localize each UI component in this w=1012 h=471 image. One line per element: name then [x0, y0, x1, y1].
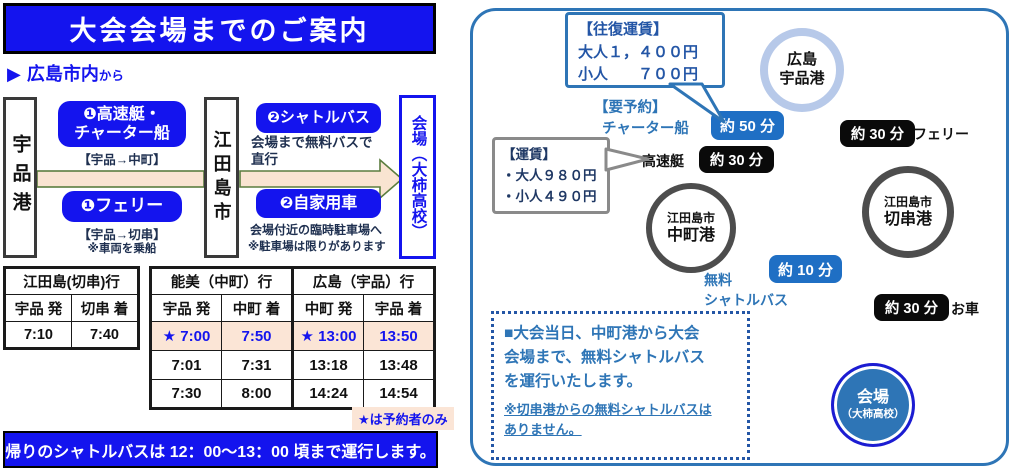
kirikushi-col-arrive: 切串 着	[70, 294, 140, 322]
col-header: 宇品 発	[150, 294, 222, 322]
timetable-row: 7:30 8:00 14:24 14:54	[150, 379, 435, 409]
time-cell: 8:00	[221, 379, 293, 409]
speedboat-fare-bubble: 【運賃】 ・大人９８０円 ・小人４９０円	[492, 137, 610, 214]
node-ujina-port: 宇品港	[3, 97, 37, 258]
time-cell: 14:54	[363, 379, 435, 409]
node-city-label: 江田島市	[883, 194, 932, 209]
option2-shuttle-badge: ❷シャトルバス	[256, 103, 381, 133]
kirikushi-arrive-time: 7:40	[70, 321, 140, 349]
time-cell: 14:24	[291, 379, 364, 409]
reservation-footnote: ★は予約者のみ	[352, 407, 454, 430]
time-cell: 7:01	[150, 350, 222, 380]
duration-ferry-badge: 約 30 分	[840, 120, 915, 147]
time-cell: 7:31	[221, 350, 293, 380]
node-port-label: 中町港	[666, 226, 715, 244]
duration-speedboat-badge: 約 30 分	[699, 146, 774, 173]
timetable-row-reserved: ★ 7:00 7:50 ★ 13:00 13:50	[150, 321, 435, 351]
kirikushi-depart-time: 7:10	[4, 321, 72, 349]
route-band-left	[36, 170, 205, 188]
roundtrip-fare-bubble: 【往復運賃】 大人１，４００円 小人 ７００円	[565, 12, 725, 88]
node-etajima-city: 江田島市	[204, 97, 239, 258]
kirikushi-timetable: 江田島(切串)行 宇品 発 切串 着 7:10 7:40	[3, 266, 140, 350]
node-venue-school: 会場（大柿高校）	[399, 95, 436, 259]
map-node-venue: 会場 （大柿高校）	[831, 363, 915, 447]
option1-speedboat-badge: ❶高速艇・ チャーター船	[58, 101, 186, 147]
group-hiroshima: 広島（宇品）行	[291, 267, 435, 295]
time-cell: ★ 7:00	[150, 321, 222, 351]
kirikushi-table-title: 江田島(切串)行	[4, 267, 139, 295]
speedboat-fare-child: ・小人４９０円	[502, 188, 597, 204]
map-node-kirikushi: 江田島市 切串港	[862, 166, 954, 258]
ferry-label: フェリー	[913, 126, 969, 142]
shuttle-notice-sub: ※切串港からの無料シャトルバスは ありません。	[504, 402, 712, 437]
col-header: 宇品 着	[363, 294, 435, 322]
group-noumi: 能美（中町）行	[150, 267, 293, 295]
roundtrip-fare-title: 【往復運賃】	[578, 21, 669, 38]
time-cell: ★ 13:00	[291, 321, 364, 351]
charter-boat-label: チャーター船	[602, 121, 689, 137]
map-node-nakamachi: 江田島市 中町港	[646, 183, 736, 273]
shuttle-notice-box: ■大会当日、中町港から大会 会場まで、無料シャトルバス を運行いたします。 ※切…	[491, 311, 750, 460]
venue-school: （大柿高校）	[841, 408, 905, 421]
speedboat-fare-adult: ・大人９８０円	[502, 167, 597, 183]
option1-ferry-note: ※車両を乗船	[87, 243, 157, 255]
origin-row: ▶ 広島市内 から	[7, 60, 124, 86]
shuttle-notice-main: ■大会当日、中町港から大会 会場まで、無料シャトルバス を運行いたします。	[504, 325, 705, 391]
option2-shuttle-desc: 会場まで無料バスで 直行	[251, 135, 373, 167]
time-cell: 7:30	[150, 379, 222, 409]
option2-car-desc: 会場付近の臨時駐車場へ	[250, 223, 383, 237]
node-city-label: 江田島市	[666, 210, 715, 225]
timetable-row: 7:01 7:31 13:18 13:48	[150, 350, 435, 380]
return-shuttle-banner: 帰りのシャトルバスは 12：00～13：00 頃まで運行します。	[3, 431, 438, 468]
kirikushi-col-depart: 宇品 発	[4, 294, 72, 322]
col-header: 中町 発	[291, 294, 364, 322]
option1-ferry-badge: ❶フェリー	[62, 191, 182, 222]
time-cell: 13:48	[363, 350, 435, 380]
reservation-required-label: 【要予約】	[594, 100, 667, 116]
time-cell: 7:50	[221, 321, 293, 351]
duration-car-badge: 約 30 分	[874, 294, 949, 321]
main-timetable: 能美（中町）行 広島（宇品）行 宇品 発 中町 着 中町 発 宇品 着 ★ 7:…	[149, 266, 436, 410]
speedboat-label: 高速艇	[642, 153, 684, 169]
free-shuttle-label: 無料 シャトルバス	[704, 272, 788, 309]
col-header: 中町 着	[221, 294, 293, 322]
option1-speedboat-route: 【宇品→中町】	[78, 153, 166, 167]
map-node-hiroshima-ujina: 広島 宇品港	[760, 28, 844, 112]
venue-name: 会場	[856, 389, 889, 407]
option2-car-note: ※駐車場は限りがあります	[248, 241, 386, 253]
origin-label: 広島市内	[26, 64, 99, 84]
duration-charter-badge: 約 50 分	[711, 111, 784, 140]
node-port-label: 切串港	[883, 210, 932, 228]
roundtrip-fare-adult: 大人１，４００円	[578, 43, 699, 61]
time-cell: 13:18	[291, 350, 364, 380]
speedboat-fare-title: 【運賃】	[502, 147, 556, 162]
time-cell: 13:50	[363, 321, 435, 351]
origin-suffix: から	[98, 69, 124, 83]
roundtrip-fare-child: 小人 ７００円	[578, 66, 699, 83]
option2-car-badge: ❷自家用車	[256, 189, 381, 218]
origin-arrow-icon: ▶	[7, 64, 21, 84]
option1-ferry-route: 【宇品→切串】	[78, 228, 166, 242]
car-label: お車	[951, 301, 979, 317]
page-title: 大会会場までのご案内	[3, 3, 436, 54]
